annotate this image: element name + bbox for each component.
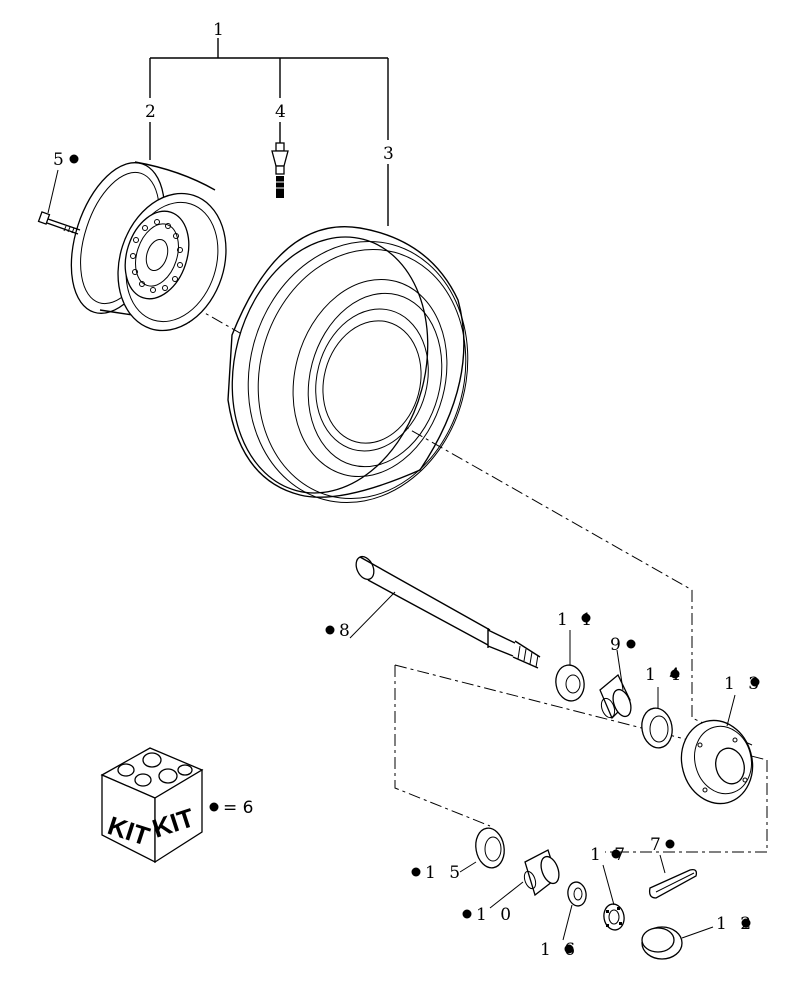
- kit-legend: KIT KIT = 6: [100, 747, 253, 864]
- kit-box-icon: KIT KIT: [100, 747, 204, 864]
- callout-9: 9: [610, 635, 625, 655]
- callout-5: 5: [53, 150, 68, 170]
- callout-11: 1 1: [557, 610, 596, 630]
- seal-15: [475, 827, 505, 869]
- callout-7: 7: [650, 835, 665, 855]
- callout-8-marker: [325, 625, 335, 635]
- bearing-cup-14: [641, 707, 673, 749]
- legend-meaning: = 6: [223, 798, 253, 818]
- legend-marker: [209, 802, 219, 812]
- callout-15: 1 5: [425, 863, 464, 883]
- hub-13: [680, 719, 754, 805]
- seal-ring-11: [555, 664, 585, 702]
- callout-10-marker: [462, 909, 472, 919]
- axle-shaft: [355, 555, 541, 669]
- rim-bolt: [37, 211, 81, 235]
- callout-14-marker: [670, 669, 680, 679]
- callout-5-marker: [69, 154, 79, 164]
- callout-17-marker: [611, 849, 621, 859]
- callout-7-marker: [665, 839, 675, 849]
- callout-12-marker: [741, 918, 751, 928]
- leader-lines: [47, 169, 736, 941]
- callout-3: 3: [383, 144, 398, 164]
- tire: [227, 226, 469, 504]
- callout-1: 1: [213, 20, 228, 40]
- dust-cap-12: [641, 926, 683, 960]
- callout-2: 2: [145, 102, 160, 122]
- callout-4: 4: [275, 102, 290, 122]
- callout-11-marker: [581, 613, 591, 623]
- callout-16-marker: [564, 944, 574, 954]
- callout-17: 1 7: [590, 845, 629, 865]
- callout-15-marker: [411, 867, 421, 877]
- callout-9-marker: [626, 639, 636, 649]
- callout-labels: 1 2 4 3 5 8 1 1 9 1 4 1 3 1 7 7 1 5 1 0 …: [53, 20, 763, 960]
- callout-13: 1 3: [724, 674, 763, 694]
- wheel-rim: [70, 161, 227, 332]
- assembly-bracket: [149, 38, 389, 226]
- valve-stem: [271, 142, 289, 198]
- callout-8: 8: [339, 621, 354, 641]
- castle-nut-17: [603, 903, 625, 931]
- cotter-pin-7: [648, 868, 698, 899]
- washer-16: [567, 881, 587, 907]
- bearing-cone-9: [599, 673, 632, 720]
- callout-12: 1 2: [716, 914, 755, 934]
- bearing-cone-10: [523, 849, 560, 897]
- callout-16: 1 6: [540, 940, 579, 960]
- callout-14: 1 4: [645, 665, 684, 685]
- callout-13-marker: [750, 677, 760, 687]
- callout-10: 1 0: [476, 905, 515, 925]
- rim-bolt-holes: [130, 219, 183, 293]
